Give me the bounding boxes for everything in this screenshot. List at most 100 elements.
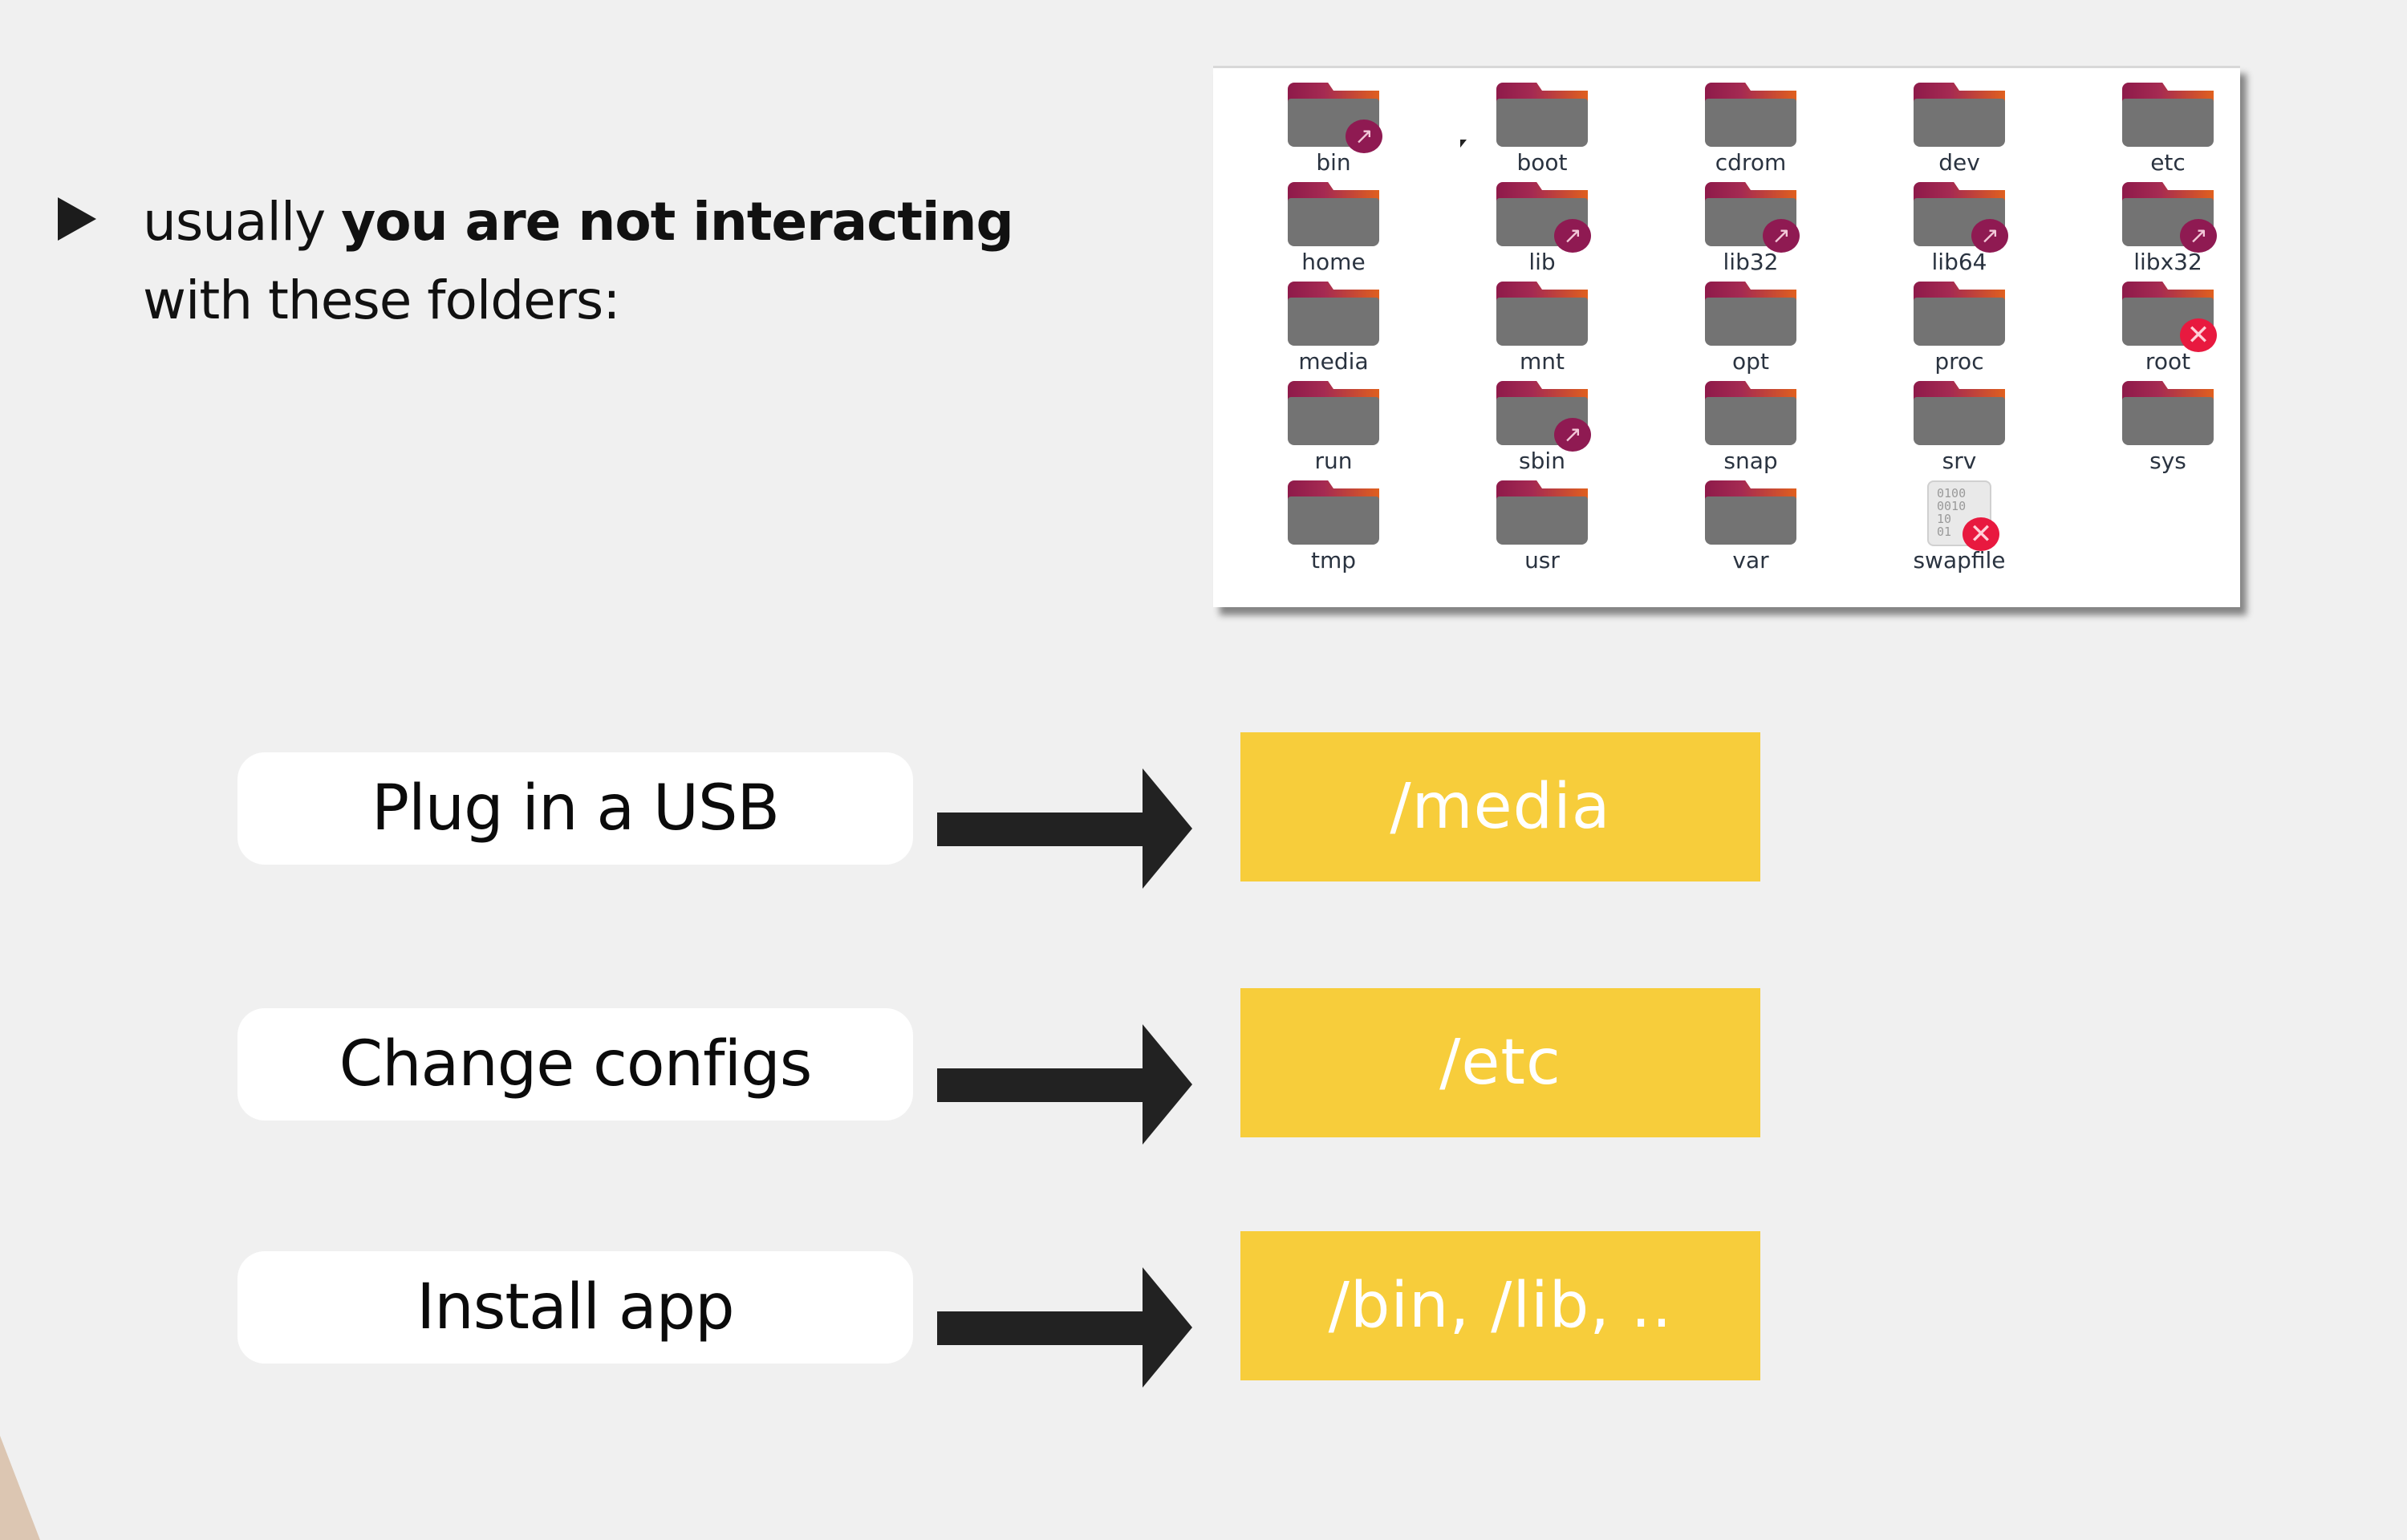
file-name-label: libx32 [2133, 249, 2202, 275]
file-name-label: boot [1516, 149, 1568, 176]
symlink-badge-icon: ↗ [1554, 219, 1591, 253]
file-item-lib32[interactable]: ↗lib32 [1646, 177, 1855, 277]
folder-icon [1914, 83, 2005, 147]
target-label: /bin, /lib, .. [1328, 1270, 1673, 1342]
decorative-corner-shape [0, 1436, 40, 1540]
file-name-label: sys [2149, 448, 2186, 474]
symlink-badge-icon: ↗ [1346, 120, 1382, 153]
intro-text: usually you are not interacting with the… [143, 183, 1106, 340]
file-name-label: lib64 [1931, 249, 1987, 275]
file-item-tmp[interactable]: tmp [1229, 476, 1438, 575]
file-item-usr[interactable]: usr [1438, 476, 1646, 575]
file-item-boot[interactable]: boot [1438, 78, 1646, 177]
file-name-label: home [1301, 249, 1366, 275]
file-item-libx32[interactable]: ↗libx32 [2064, 177, 2272, 277]
file-item-dev[interactable]: dev [1855, 78, 2064, 177]
arrow-right-icon [937, 768, 1192, 889]
file-item-bin[interactable]: ↗bin [1229, 78, 1438, 177]
folder-icon: ↗ [1705, 182, 1800, 253]
file-item-var[interactable]: var [1646, 476, 1855, 575]
action-label: Plug in a USB [371, 772, 780, 845]
file-name-label: sbin [1519, 448, 1565, 474]
action-box-configs: Change configs [237, 1008, 913, 1121]
file-name-label: bin [1316, 149, 1351, 176]
bullet-triangle-icon [58, 197, 96, 241]
file-name-label: cdrom [1715, 149, 1787, 176]
symlink-badge-icon: ↗ [1554, 418, 1591, 452]
file-name-label: lib [1528, 249, 1556, 275]
file-name-label: mnt [1520, 348, 1565, 375]
file-item-sys[interactable]: sys [2064, 376, 2272, 476]
file-item-mnt[interactable]: mnt [1438, 277, 1646, 376]
file-item-lib64[interactable]: ↗lib64 [1855, 177, 2064, 277]
file-item-etc[interactable]: etc [2064, 78, 2272, 177]
file-name-label: root [2145, 348, 2191, 375]
folder-icon [1705, 282, 1796, 346]
symlink-badge-icon: ↗ [1971, 219, 2008, 253]
folder-icon [1705, 381, 1796, 445]
arrow-right-icon [937, 1267, 1192, 1388]
binary-file-icon: 0100 0010 10 01✕ [1922, 480, 1999, 551]
mouse-cursor-icon [1460, 140, 1467, 148]
file-item-opt[interactable]: opt [1646, 277, 1855, 376]
folder-icon [2122, 381, 2214, 445]
file-item-snap[interactable]: snap [1646, 376, 1855, 476]
action-label: Install app [416, 1271, 734, 1343]
file-item-sbin[interactable]: ↗sbin [1438, 376, 1646, 476]
symlink-badge-icon: ↗ [1763, 219, 1800, 253]
folder-icon [1496, 480, 1588, 545]
file-name-label: swapfile [1913, 547, 2006, 573]
file-name-label: srv [1942, 448, 1977, 474]
file-item-run[interactable]: run [1229, 376, 1438, 476]
file-name-label: dev [1938, 149, 1980, 176]
intro-suffix: with these folders: [143, 270, 620, 331]
folder-icon [1288, 282, 1379, 346]
folder-icon [1705, 480, 1796, 545]
file-name-label: usr [1524, 547, 1560, 573]
file-name-label: proc [1934, 348, 1984, 375]
target-box-bin-lib: /bin, /lib, .. [1240, 1231, 1760, 1380]
file-item-media[interactable]: media [1229, 277, 1438, 376]
file-name-label: lib32 [1723, 249, 1779, 275]
folder-icon [1288, 182, 1379, 246]
intro-prefix: usually [143, 191, 342, 253]
folder-icon [1496, 83, 1588, 147]
file-item-home[interactable]: home [1229, 177, 1438, 277]
folder-icon [1914, 282, 2005, 346]
file-item-proc[interactable]: proc [1855, 277, 2064, 376]
file-name-label: tmp [1310, 547, 1357, 573]
file-item-lib[interactable]: ↗lib [1438, 177, 1646, 277]
action-box-install: Install app [237, 1251, 913, 1364]
folder-icon [1288, 381, 1379, 445]
file-item-srv[interactable]: srv [1855, 376, 2064, 476]
folder-icon [1288, 480, 1379, 545]
folder-icon [2122, 83, 2214, 147]
folder-icon: ✕ [2122, 282, 2217, 352]
folder-icon: ↗ [1288, 83, 1382, 153]
file-name-label: opt [1732, 348, 1769, 375]
file-name-label: etc [2150, 149, 2186, 176]
file-name-label: run [1314, 448, 1353, 474]
action-label: Change configs [339, 1028, 813, 1100]
file-name-label: var [1732, 547, 1769, 573]
folder-icon: ↗ [1496, 182, 1591, 253]
folder-icon [1705, 83, 1796, 147]
file-item-cdrom[interactable]: cdrom [1646, 78, 1855, 177]
folder-icon [1914, 381, 2005, 445]
file-name-label: snap [1723, 448, 1778, 474]
file-item-root[interactable]: ✕root [2064, 277, 2272, 376]
intro-bold: you are not interacting [341, 191, 1014, 253]
symlink-badge-icon: ↗ [2180, 219, 2217, 253]
file-item-swapfile[interactable]: 0100 0010 10 01✕swapfile [1855, 476, 2064, 575]
target-label: /media [1390, 771, 1611, 843]
folder-icon [1496, 282, 1588, 346]
no-access-badge-icon: ✕ [2180, 318, 2217, 352]
target-box-media: /media [1240, 732, 1760, 881]
folder-icon: ↗ [1496, 381, 1591, 452]
action-box-usb: Plug in a USB [237, 752, 913, 865]
arrow-right-icon [937, 1024, 1192, 1145]
no-access-badge-icon: ✕ [1963, 517, 1999, 551]
target-label: /etc [1439, 1027, 1561, 1099]
